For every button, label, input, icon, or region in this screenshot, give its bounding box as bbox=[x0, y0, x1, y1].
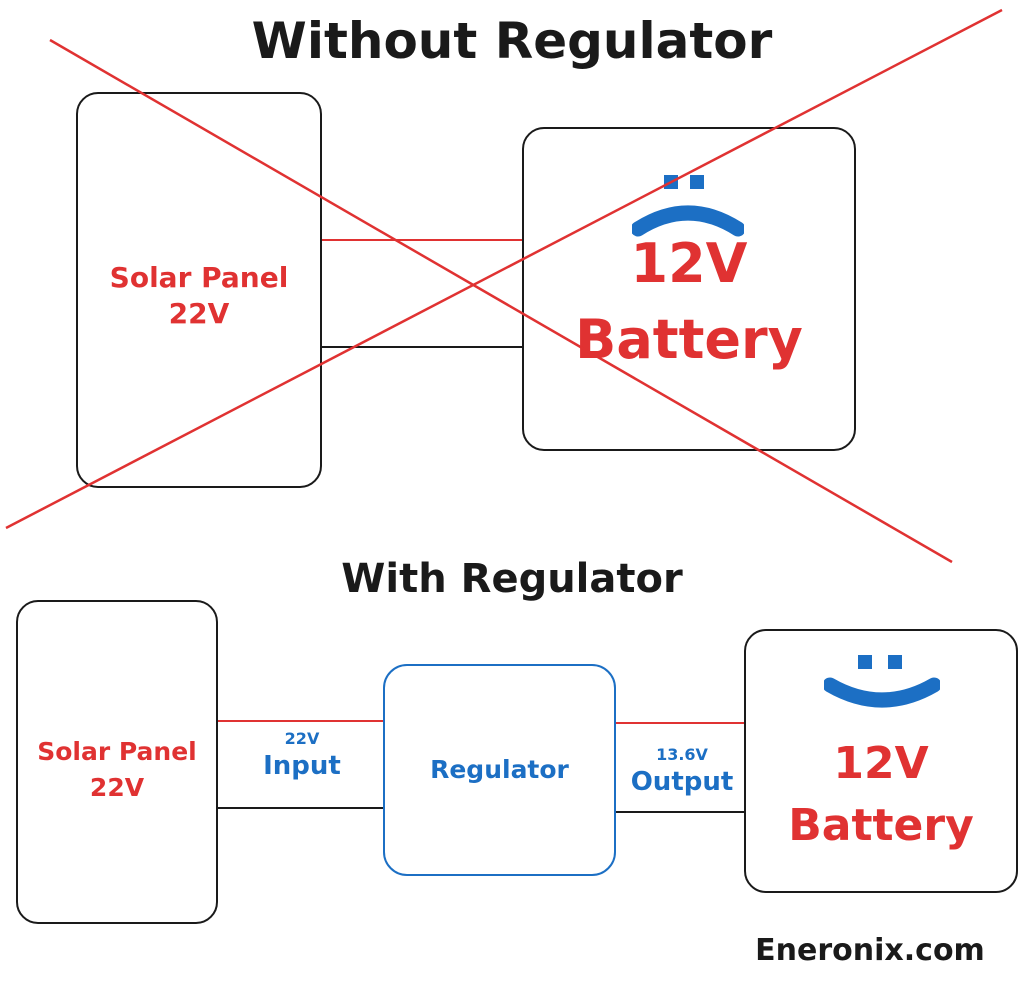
input-voltage-label: 22V bbox=[284, 729, 320, 748]
input-negative-wire bbox=[216, 807, 386, 809]
output-label: Output bbox=[630, 767, 734, 797]
top-positive-wire bbox=[320, 239, 524, 241]
footer-site-label: Eneronix.com bbox=[755, 933, 985, 968]
bottom-solar-panel-voltage: 22V bbox=[89, 773, 145, 802]
input-label: Input bbox=[263, 751, 341, 781]
bottom-solar-panel-name: Solar Panel bbox=[37, 737, 197, 766]
top-solar-panel-box: Solar Panel 22V bbox=[76, 92, 322, 488]
regulator-label: Regulator bbox=[430, 755, 569, 784]
bottom-battery-voltage: 12V bbox=[833, 738, 929, 789]
top-battery-voltage: 12V bbox=[630, 232, 748, 295]
output-positive-wire bbox=[614, 722, 746, 724]
sad-face-icon bbox=[632, 173, 744, 237]
top-solar-panel-voltage: 22V bbox=[168, 297, 230, 330]
top-battery-name: Battery bbox=[575, 308, 803, 371]
bottom-battery-name: Battery bbox=[788, 800, 974, 851]
happy-face-icon bbox=[824, 655, 940, 721]
output-negative-wire bbox=[614, 811, 746, 813]
red-x-cross-icon bbox=[5, 8, 1003, 564]
output-voltage-label: 13.6V bbox=[656, 745, 708, 764]
input-positive-wire bbox=[216, 720, 386, 722]
top-negative-wire bbox=[320, 346, 524, 348]
bottom-battery-box: 12V Battery bbox=[744, 629, 1018, 893]
bottom-solar-panel-box: Solar Panel 22V bbox=[16, 600, 218, 924]
top-solar-panel-name: Solar Panel bbox=[109, 261, 289, 294]
top-battery-box: 12V Battery bbox=[522, 127, 856, 451]
title-without-regulator: Without Regulator bbox=[251, 12, 773, 70]
regulator-box: Regulator bbox=[383, 664, 616, 876]
title-with-regulator: With Regulator bbox=[341, 556, 683, 602]
